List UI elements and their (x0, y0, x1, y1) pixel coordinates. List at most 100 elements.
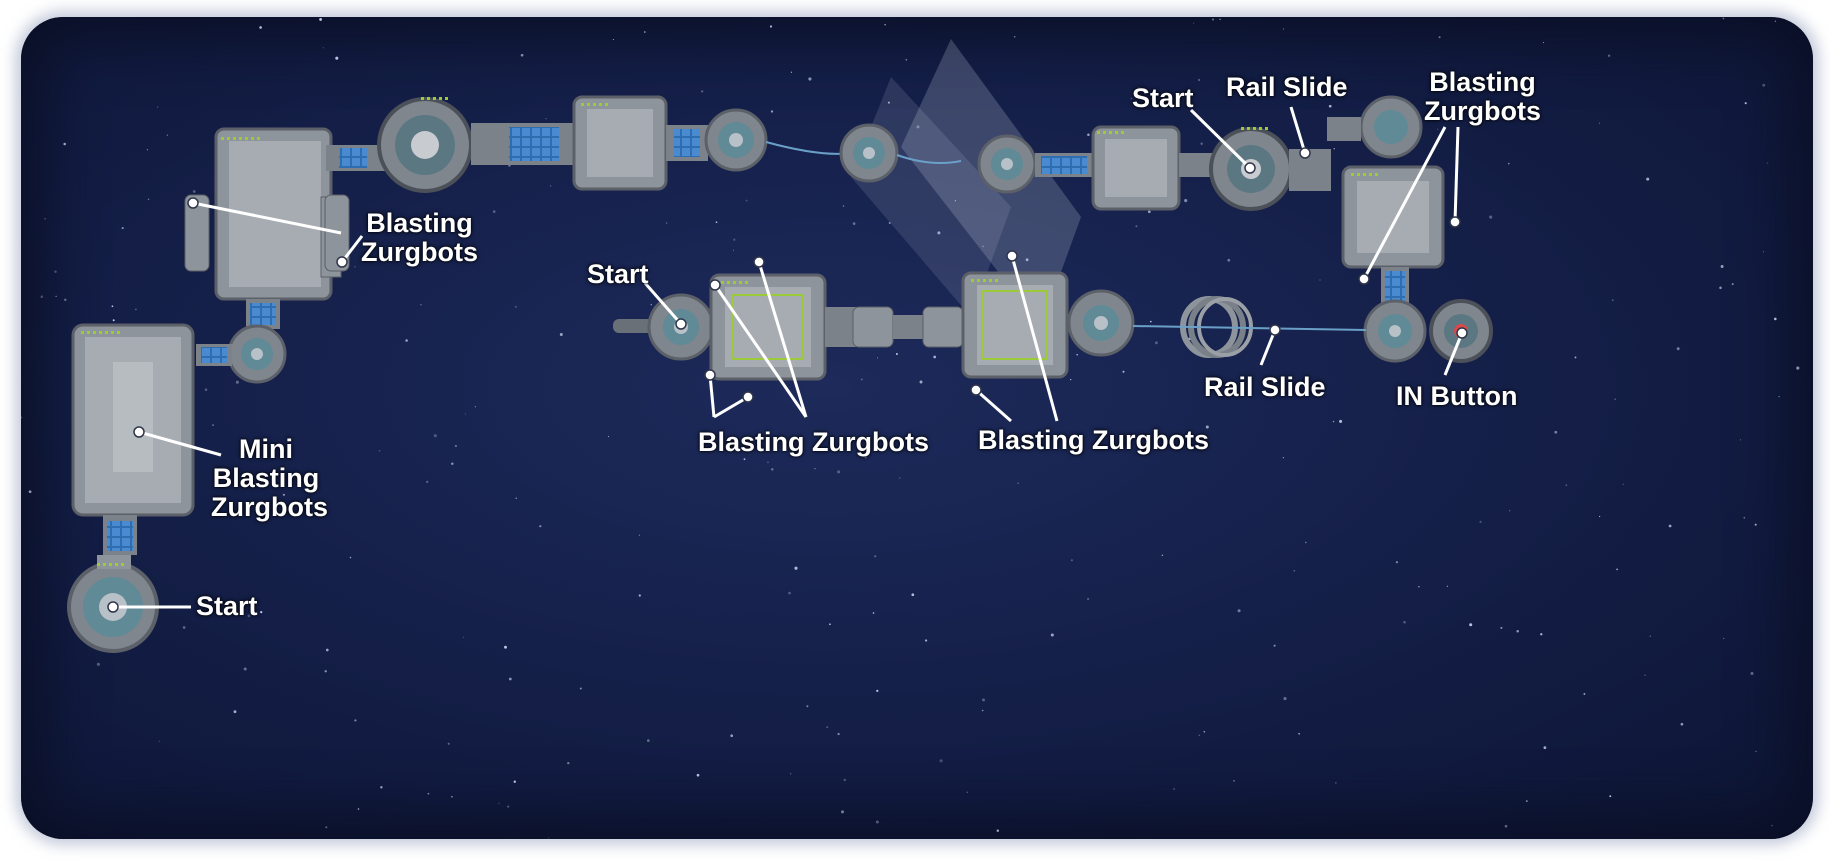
label-mini-blasting-zurgbots: Mini Blasting Zurgbots (211, 434, 328, 522)
star (508, 677, 512, 681)
star (1612, 299, 1614, 301)
callout-dot (1269, 324, 1281, 336)
accent-light (1265, 127, 1268, 130)
callout-line-blasting-middle-2 (1010, 255, 1059, 422)
star (1211, 18, 1215, 21)
accent-light (1121, 131, 1124, 134)
accent-light (93, 331, 96, 334)
star (1744, 102, 1747, 105)
label-in-button: IN Button (1396, 381, 1518, 411)
star (40, 295, 44, 298)
callout-line-in-button (1443, 332, 1464, 376)
star (1755, 750, 1757, 753)
accent-light (971, 279, 974, 282)
star (21, 416, 23, 419)
star (1543, 42, 1545, 44)
star (1227, 258, 1231, 262)
star (1680, 722, 1684, 726)
star (1339, 419, 1343, 423)
accent-light (109, 563, 112, 566)
accent-light (745, 281, 748, 284)
star (1154, 341, 1158, 345)
star (1198, 78, 1201, 82)
star (28, 490, 32, 494)
accent-light (1369, 173, 1372, 176)
star (733, 249, 734, 251)
star (426, 480, 429, 484)
label-start-center: Start (587, 259, 649, 289)
accent-light (115, 563, 118, 566)
station-top-right (977, 95, 1493, 363)
star (924, 639, 928, 642)
star (1607, 54, 1611, 57)
star (1282, 457, 1285, 459)
accent-light (1241, 127, 1244, 130)
star (808, 77, 812, 81)
callout-line-rail-slide-top (1289, 106, 1307, 154)
star (790, 71, 793, 73)
star (981, 709, 984, 712)
star (135, 308, 137, 311)
star (790, 773, 792, 775)
star (837, 732, 840, 736)
star (1622, 483, 1624, 485)
star (451, 796, 453, 798)
star (1644, 674, 1646, 676)
star (837, 470, 841, 474)
star (474, 406, 476, 408)
accent-light (1375, 173, 1378, 176)
star (899, 477, 901, 479)
star (794, 566, 798, 570)
star (996, 829, 999, 832)
star (298, 508, 301, 510)
accent-light (581, 103, 584, 106)
accent-light (593, 103, 596, 106)
star (743, 458, 746, 461)
star (447, 742, 450, 745)
callout-line-blasting-center-2 (713, 395, 749, 419)
label-blasting-zurgbots-left: Blasting Zurgbots (361, 208, 478, 267)
star (462, 636, 465, 638)
star (349, 556, 352, 559)
accent-light (221, 137, 224, 140)
accent-light (87, 331, 90, 334)
callout-dot (709, 279, 721, 291)
star (111, 305, 114, 308)
star (916, 125, 920, 129)
accent-light (97, 563, 100, 566)
callout-dots (107, 147, 1468, 613)
star (1070, 379, 1072, 381)
accent-light (989, 279, 992, 282)
star (939, 759, 943, 763)
accent-light (117, 331, 120, 334)
accent-light (1115, 131, 1118, 134)
station-center (613, 271, 1367, 381)
star (966, 791, 968, 793)
star (982, 245, 984, 248)
callout-line-blasting-top-right-1 (1362, 126, 1447, 280)
star (1565, 484, 1568, 486)
level-map: Blasting Zurgbots Mini Blasting Zurgbots… (21, 17, 1813, 839)
star (1438, 36, 1441, 39)
star (769, 25, 773, 28)
star (520, 53, 524, 57)
star (54, 270, 57, 273)
accent-light (977, 279, 980, 282)
star (1583, 692, 1586, 695)
star (1543, 746, 1547, 750)
star (55, 295, 57, 298)
accent-light (733, 281, 736, 284)
star (860, 378, 863, 381)
star (156, 106, 159, 108)
star (905, 58, 908, 61)
star (405, 339, 408, 342)
star (1200, 142, 1203, 145)
accent-light (1109, 131, 1112, 134)
star (1609, 795, 1612, 798)
accent-light (421, 97, 424, 100)
star (1762, 251, 1765, 253)
star (1122, 370, 1125, 373)
star (112, 319, 115, 322)
star (1796, 366, 1800, 370)
star (147, 198, 150, 200)
